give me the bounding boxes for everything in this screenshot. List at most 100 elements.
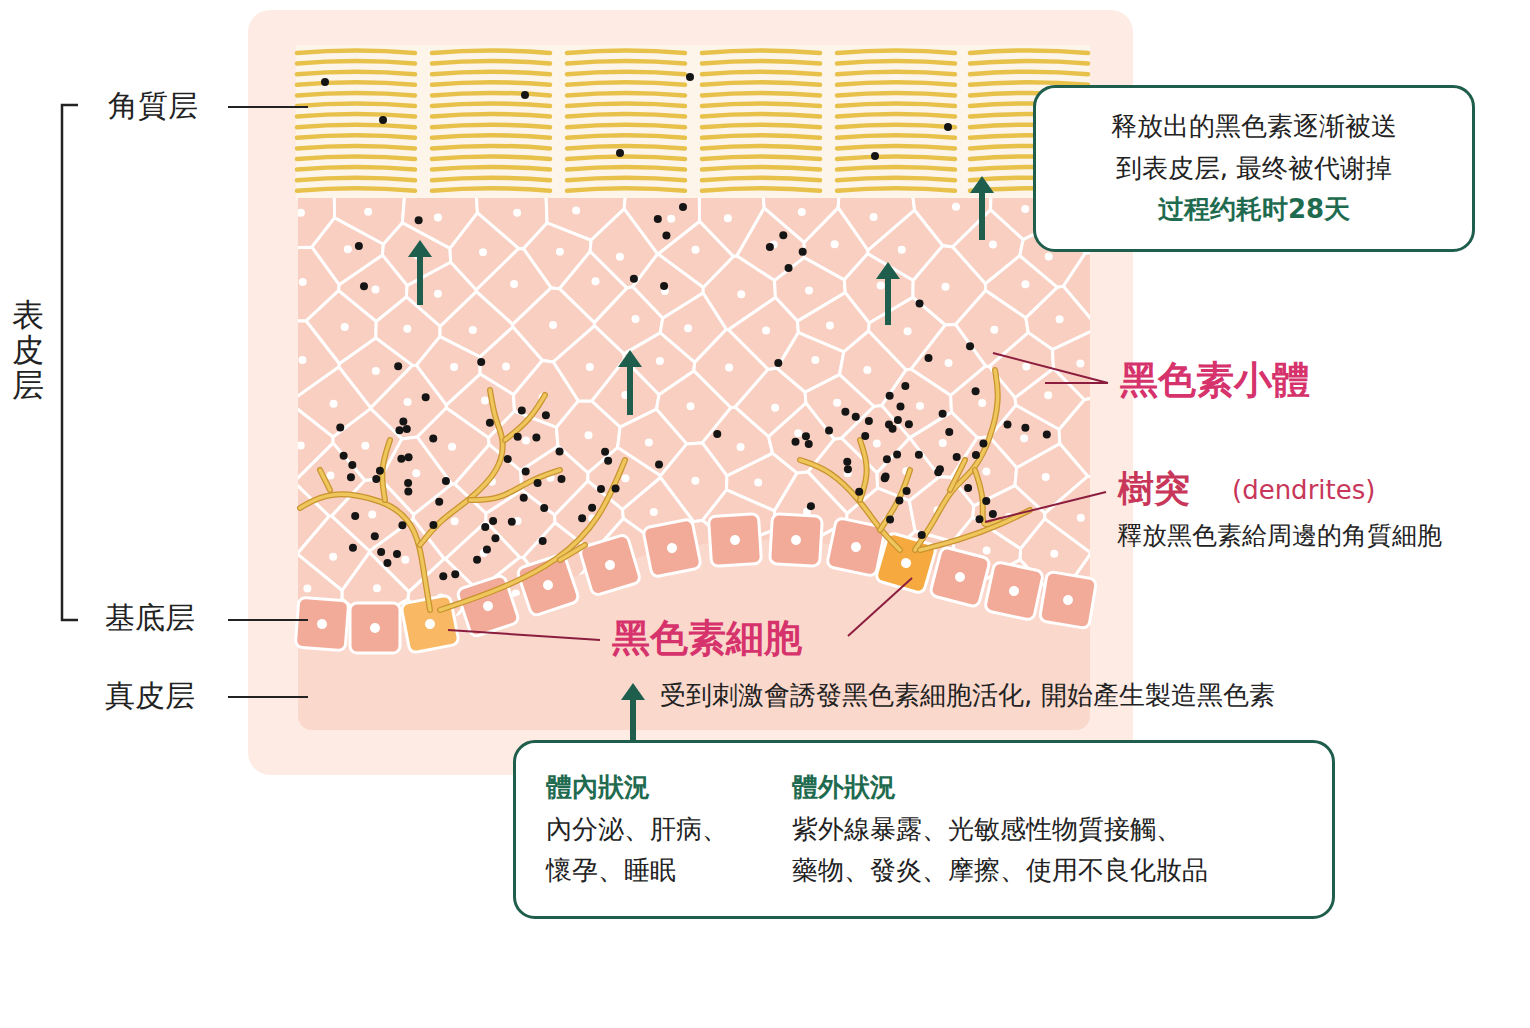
- cell-nucleus: [990, 326, 998, 334]
- corneum-layer-line: [297, 125, 415, 128]
- upward-arrow: [408, 240, 432, 305]
- melanosome-dot: [630, 275, 638, 283]
- epidermis-bracket: [62, 105, 78, 620]
- cell-nucleus: [586, 363, 594, 371]
- cell-nucleus: [482, 600, 495, 613]
- melanosome-dot: [597, 485, 605, 493]
- cell-nucleus: [632, 315, 640, 323]
- corneum-layer-line: [702, 93, 820, 96]
- basal-cell: [579, 534, 641, 596]
- melanosome-dot: [713, 430, 721, 438]
- melanosome-dot: [779, 231, 787, 239]
- cell-nucleus: [900, 557, 912, 569]
- leader-line: [1045, 382, 1108, 384]
- cell-nucleus: [805, 287, 813, 295]
- melanosome-dot: [347, 473, 355, 481]
- melanosome-dot: [1021, 424, 1029, 432]
- melanosome-dot: [785, 264, 793, 272]
- corneum-layer-line: [567, 157, 685, 160]
- cell-nucleus: [1008, 585, 1020, 597]
- cell-nucleus: [616, 253, 624, 261]
- melanosome-dot: [766, 243, 774, 251]
- cell-nucleus: [585, 431, 593, 439]
- cell-nucleus: [898, 246, 906, 254]
- part-label: 樹突: [1118, 467, 1190, 510]
- cell-nucleus: [299, 278, 307, 286]
- cell-nucleus: [954, 571, 966, 583]
- corneum-layer-line: [432, 104, 550, 107]
- cell-nucleus: [916, 402, 924, 410]
- dendrite: [950, 460, 965, 490]
- corneum-layer-line: [970, 72, 1088, 75]
- dendrite-outline: [320, 470, 330, 490]
- corneum-layer-line: [702, 82, 820, 85]
- cell-nucleus: [737, 290, 745, 298]
- cell-body: [708, 513, 761, 566]
- dendrite: [440, 460, 625, 610]
- corneum-layer-line: [567, 178, 685, 181]
- cell-nucleus: [344, 245, 352, 253]
- cell-nucleus: [873, 440, 881, 448]
- cell-nucleus: [326, 471, 334, 479]
- melanosome-dot: [522, 468, 530, 476]
- corneum-layer-line: [837, 61, 955, 64]
- cell-nucleus: [762, 327, 770, 335]
- corneum-layer-line: [702, 135, 820, 138]
- arrow-shaft: [417, 254, 423, 305]
- corneum-layer-line: [297, 135, 415, 138]
- corneum-layer-line: [567, 146, 685, 149]
- melanosome-dot: [805, 440, 813, 448]
- cell-nucleus: [1076, 359, 1084, 367]
- cell-nucleus: [298, 356, 306, 364]
- cell-nucleus: [469, 326, 477, 334]
- cell-nucleus: [939, 439, 947, 447]
- melanosome-dot: [349, 544, 357, 552]
- melanosome-dot: [578, 514, 586, 522]
- melanosome-dot: [989, 510, 997, 518]
- dendrite-outline: [440, 460, 625, 610]
- melanosome-dot: [894, 416, 902, 424]
- cell-nucleus: [510, 280, 518, 288]
- melanosome-dot: [1043, 430, 1051, 438]
- layer-pointer-line: [228, 619, 308, 621]
- melanosome-dot: [542, 411, 550, 419]
- cell-body: [770, 514, 823, 567]
- dendrite: [800, 460, 900, 550]
- dendrite: [505, 395, 545, 440]
- melanosome-dot: [616, 149, 624, 157]
- melanosome-dot: [539, 537, 547, 545]
- melanosome-dot: [351, 512, 359, 520]
- cell-body: [579, 534, 641, 596]
- part-label: 黑色素小體: [1120, 358, 1310, 404]
- cell-nucleus: [1044, 391, 1052, 399]
- cell-nucleus: [1050, 550, 1058, 558]
- melanosome-dot: [398, 521, 406, 529]
- keratinocyte-cell: [984, 560, 1048, 628]
- cell-nucleus: [798, 208, 806, 216]
- melanosome-dot: [532, 433, 540, 441]
- melanosome-dot: [774, 359, 782, 367]
- cell-nucleus: [724, 214, 732, 222]
- melanosome-dot: [844, 465, 852, 473]
- melanosome-dot: [520, 494, 528, 502]
- cell-nucleus: [989, 240, 997, 248]
- cell-nucleus: [691, 246, 699, 254]
- layer-label: 表皮层: [12, 298, 44, 404]
- cell-nucleus: [983, 546, 991, 554]
- text-column: 體內狀況內分泌、肝病、 懷孕、睡眠: [546, 767, 746, 892]
- melanosome-dot: [429, 521, 437, 529]
- dendrite: [975, 470, 1000, 525]
- dendrite-outline: [880, 470, 910, 530]
- melanosome-dot: [662, 232, 670, 240]
- arrow-head: [408, 240, 432, 257]
- corneum-layer-line: [432, 82, 550, 85]
- melanosome-dot: [896, 402, 904, 410]
- corneum-layer-line: [297, 114, 415, 117]
- leader-line: [448, 630, 600, 640]
- corneum-layer-line: [837, 188, 955, 191]
- cell-nucleus: [1093, 284, 1101, 292]
- corneum-layer-line: [702, 104, 820, 107]
- corneum-layer-line: [567, 188, 685, 191]
- corneum-layer-line: [432, 61, 550, 64]
- corneum-layer-line: [297, 51, 415, 54]
